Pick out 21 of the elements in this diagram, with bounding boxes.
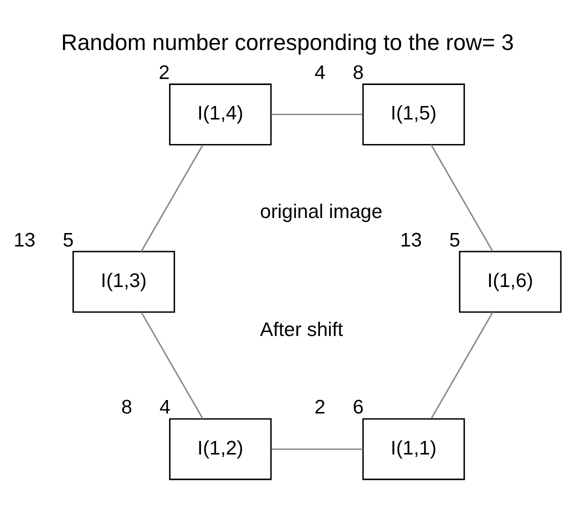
node-label: 13 5 bbox=[400, 228, 460, 251]
node-label: 4 8 bbox=[314, 61, 364, 84]
node-box: I(1,4) bbox=[169, 83, 272, 145]
connector bbox=[430, 311, 494, 418]
node-box: I(1,6) bbox=[458, 250, 562, 312]
node-box: I(1,5) bbox=[362, 83, 465, 145]
node-label: 8 4 bbox=[121, 396, 170, 418]
node-label: 2 6 bbox=[314, 396, 364, 418]
diagram-title: Random number corresponding to the row= 3 bbox=[61, 30, 514, 55]
node-box: I(1,3) bbox=[72, 250, 176, 312]
connector bbox=[271, 113, 363, 115]
connector bbox=[272, 448, 363, 450]
label: After shift bbox=[260, 318, 344, 341]
connector bbox=[430, 144, 494, 252]
node-label: 2 bbox=[158, 61, 170, 84]
node-box: I(1,1) bbox=[362, 418, 465, 480]
node-label: 13 5 bbox=[14, 228, 74, 251]
connector bbox=[140, 144, 204, 252]
node-box: I(1,2) bbox=[169, 418, 272, 480]
label: original image bbox=[260, 200, 382, 223]
connector bbox=[140, 312, 204, 419]
